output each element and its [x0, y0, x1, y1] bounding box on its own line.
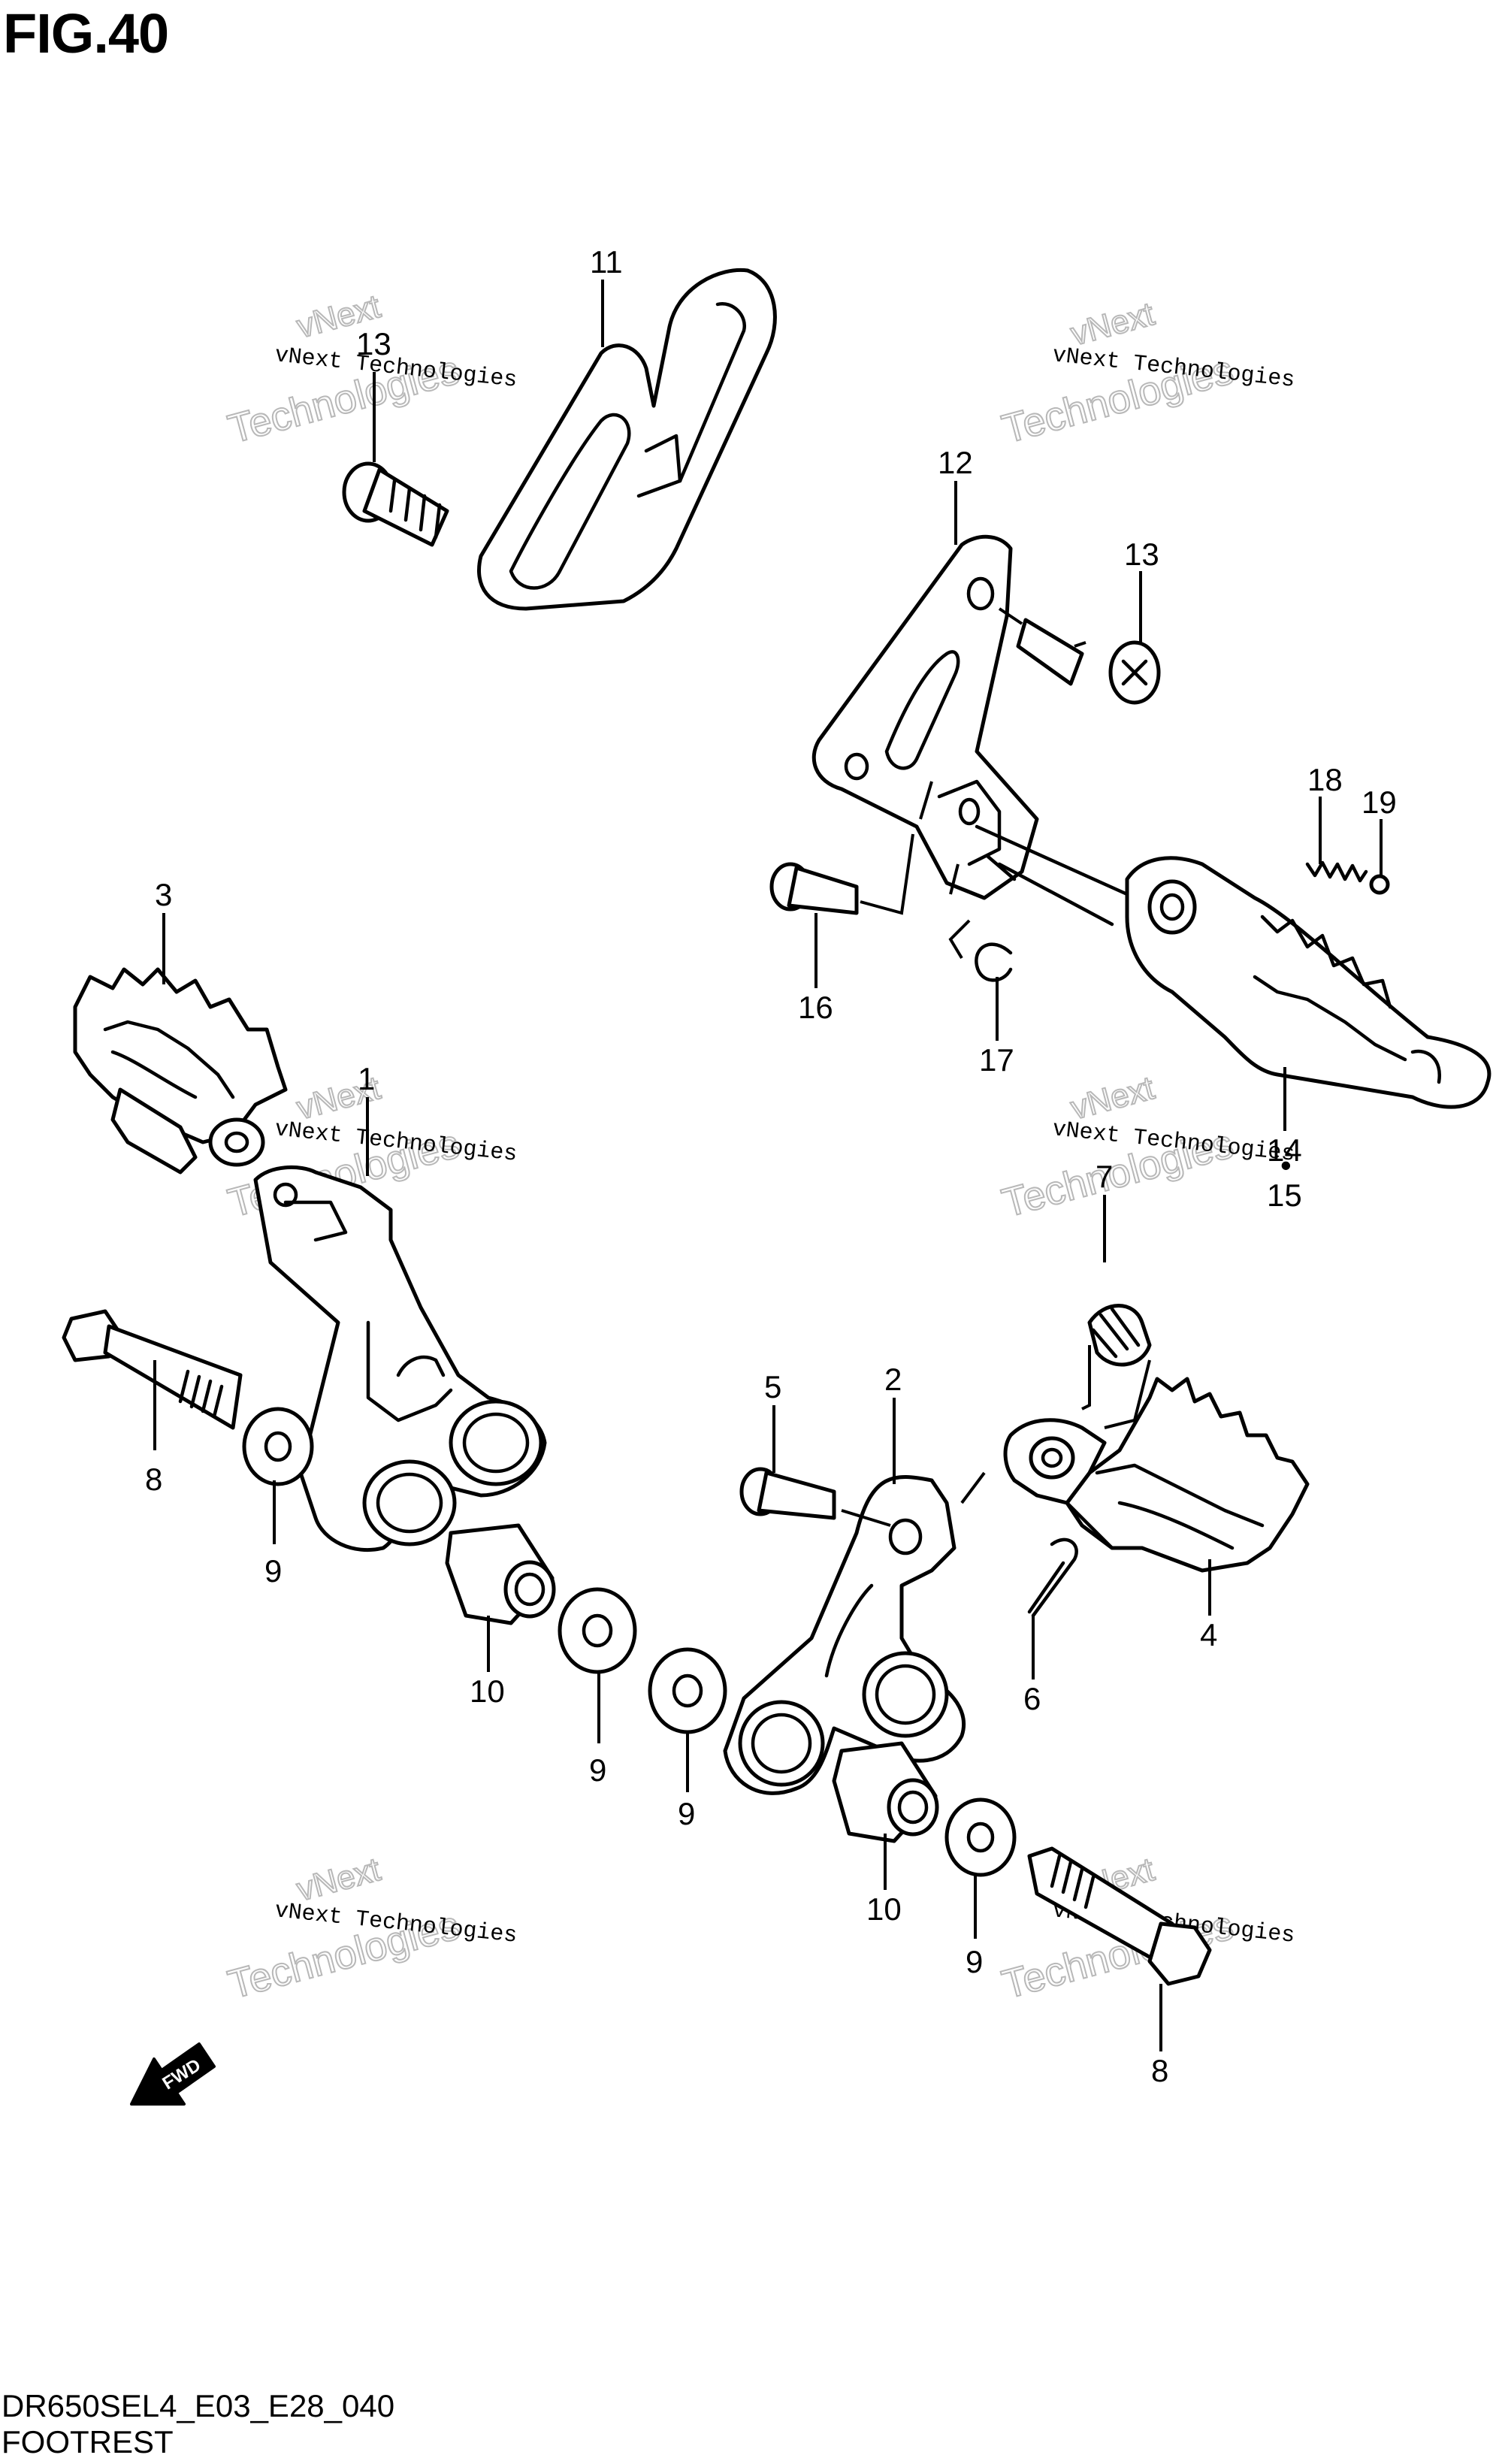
- part-10-bushing-right: [832, 1741, 939, 1843]
- callout-3: 3: [155, 877, 172, 912]
- callout-4: 4: [1200, 1617, 1217, 1652]
- svg-text:vNext: vNext: [1067, 1069, 1158, 1126]
- part-16-pin: [769, 862, 859, 915]
- part-9-washer-1: [242, 1407, 314, 1486]
- watermark-mid-right: vNext Technologies vNext Technologies: [997, 1069, 1296, 1226]
- callout-17: 17: [979, 1042, 1014, 1078]
- part-19-ball: [1369, 874, 1390, 895]
- part-9-washer-2: [558, 1587, 637, 1674]
- figure-name: FOOTREST: [2, 2424, 174, 2459]
- svg-text:vNext: vNext: [293, 1851, 384, 1908]
- part-11-bracket: [477, 268, 777, 611]
- part-1-bracket: [253, 1165, 547, 1552]
- part-9-washer-4: [944, 1797, 1017, 1877]
- callout-13-upper-left: 13: [356, 326, 391, 361]
- part-4-footpeg: [1003, 1377, 1310, 1573]
- svg-text:vNext: vNext: [1067, 295, 1158, 352]
- callout-11: 11: [590, 244, 623, 280]
- callout-5: 5: [764, 1369, 781, 1404]
- callout-9-3: 9: [678, 1796, 695, 1831]
- watermark-bottom-left: vNext Technologies vNext Technologies: [223, 1850, 518, 2008]
- callout-7: 7: [1096, 1159, 1113, 1194]
- part-10-bushing-left: [445, 1523, 556, 1625]
- part-6-cotter-pin: [1027, 1537, 1078, 1618]
- callout-18: 18: [1307, 762, 1343, 797]
- figure-code: DR650SEL4_E03_E28_040: [2, 2388, 395, 2423]
- callout-1: 1: [358, 1061, 375, 1096]
- part-18-spring: [1305, 860, 1368, 883]
- callout-13-upper-right: 13: [1124, 537, 1159, 572]
- part-17-clip: [975, 942, 1013, 982]
- callout-9-1: 9: [264, 1553, 282, 1589]
- part-7-spring: [1087, 1304, 1152, 1367]
- part-12-bracket: [811, 534, 1039, 900]
- callout-12: 12: [938, 445, 973, 480]
- callout-9-4: 9: [966, 1944, 983, 1979]
- callout-19: 19: [1362, 785, 1397, 820]
- callout-labels: 11 13 12 13 18 19 16 17 14 • 15 3 1 7 8 …: [145, 244, 1397, 2088]
- assembly-lines-upper: [860, 607, 1151, 1504]
- watermark-top-right: vNext Technologies vNext Technologies: [997, 295, 1296, 452]
- callout-14: 14: [1267, 1132, 1302, 1168]
- part-2-bracket: [723, 1475, 966, 1795]
- fwd-arrow-icon: FWD: [130, 2042, 216, 2106]
- callout-2: 2: [884, 1362, 902, 1397]
- part-13-bolt-upper-left: [342, 461, 449, 547]
- callout-15: 15: [1267, 1178, 1302, 1213]
- part-8-bolt-right: [1027, 1846, 1212, 1986]
- callout-16: 16: [798, 990, 833, 1025]
- part-14-footpeg: [975, 824, 1491, 1109]
- callout-9-2: 9: [589, 1752, 606, 1788]
- part-3-footpeg: [73, 967, 288, 1175]
- callout-8-right: 8: [1151, 2053, 1168, 2088]
- callout-leaders: [153, 280, 1383, 2051]
- part-9-washer-3: [648, 1647, 727, 1734]
- callout-8-left: 8: [145, 1462, 162, 1497]
- callout-dot: •: [1280, 1147, 1292, 1183]
- callout-10-right: 10: [866, 1891, 902, 1927]
- watermark-top-left: vNext Technologies vNext Technologies: [223, 287, 518, 452]
- figure-title: FIG.40: [3, 2, 169, 65]
- callout-10-left: 10: [470, 1673, 505, 1709]
- part-5-pin: [739, 1467, 891, 1527]
- part-13-bolt-upper-right: [1016, 618, 1161, 705]
- part-8-bolt-left: [62, 1309, 243, 1430]
- callout-6: 6: [1023, 1681, 1041, 1716]
